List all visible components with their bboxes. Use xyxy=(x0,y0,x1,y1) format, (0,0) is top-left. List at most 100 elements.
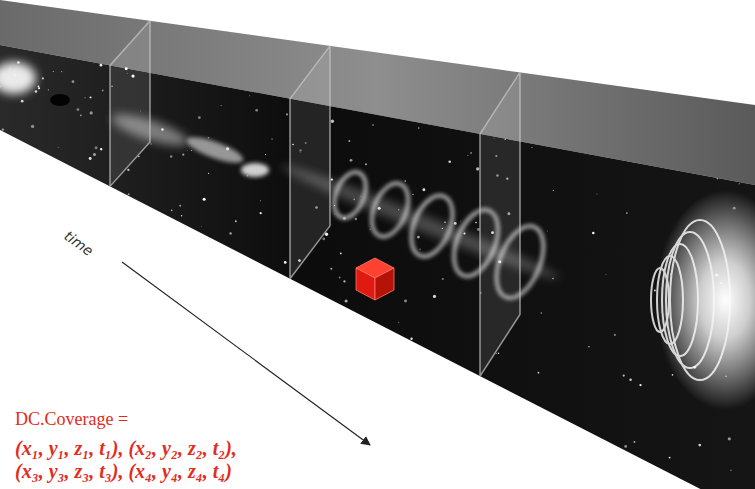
star xyxy=(249,95,251,97)
star xyxy=(448,160,451,163)
star xyxy=(340,253,342,255)
star xyxy=(203,198,206,201)
spiral-loop xyxy=(328,168,372,223)
star xyxy=(410,338,412,340)
star xyxy=(38,86,40,88)
star xyxy=(716,178,718,180)
star xyxy=(229,232,231,234)
star xyxy=(720,282,722,284)
coverage-coordinates: (x₁, y₁, z₁, t₁), (x₂, y₂, z₂, t₂), (x₃,… xyxy=(15,437,253,483)
star xyxy=(343,280,345,282)
star xyxy=(605,274,606,275)
time-slice xyxy=(480,72,520,376)
galaxy xyxy=(184,132,246,168)
star xyxy=(260,200,261,201)
star xyxy=(161,128,164,131)
star xyxy=(467,155,468,156)
star xyxy=(538,372,540,374)
star xyxy=(723,344,725,346)
star xyxy=(255,109,258,112)
star xyxy=(77,108,80,111)
time-arrow xyxy=(122,262,370,445)
star xyxy=(221,105,222,106)
star xyxy=(624,445,627,448)
star xyxy=(138,156,139,157)
star xyxy=(470,152,472,154)
star xyxy=(170,155,172,157)
star xyxy=(13,74,15,76)
star xyxy=(10,68,11,69)
star xyxy=(672,374,674,376)
cube-right xyxy=(375,268,394,300)
time-slice xyxy=(290,46,330,279)
star xyxy=(286,113,288,115)
star xyxy=(417,236,420,239)
star xyxy=(186,149,188,151)
star xyxy=(265,154,266,155)
star xyxy=(412,194,413,195)
star xyxy=(102,90,104,92)
star xyxy=(21,100,24,103)
star xyxy=(0,85,1,87)
star xyxy=(330,268,332,270)
dark-blob xyxy=(50,94,70,106)
star xyxy=(629,378,632,381)
coverage-heading: DC.Coverage = xyxy=(15,409,128,430)
star xyxy=(588,346,589,347)
star xyxy=(345,299,348,302)
star xyxy=(260,212,262,214)
star xyxy=(398,209,399,210)
spiral-loop xyxy=(403,190,460,263)
star xyxy=(48,89,49,90)
cosmic-imagery xyxy=(0,21,755,489)
star xyxy=(322,238,325,241)
star xyxy=(698,444,701,447)
star xyxy=(208,137,210,139)
star xyxy=(348,140,350,142)
star xyxy=(58,147,59,148)
star xyxy=(95,146,98,149)
star xyxy=(182,154,184,156)
star xyxy=(343,217,346,220)
star xyxy=(418,127,420,129)
star xyxy=(378,207,381,210)
star xyxy=(90,96,92,98)
star xyxy=(634,441,636,443)
time-slice xyxy=(110,21,150,187)
bright-spot xyxy=(0,62,36,94)
star xyxy=(693,366,696,369)
star xyxy=(670,274,671,275)
star xyxy=(53,71,54,72)
red-cube xyxy=(356,258,394,300)
star xyxy=(420,249,421,250)
star xyxy=(334,205,335,206)
star xyxy=(150,143,152,145)
star xyxy=(331,120,334,123)
star xyxy=(531,147,532,148)
star xyxy=(444,222,446,224)
star xyxy=(100,64,103,67)
star xyxy=(360,195,362,197)
star xyxy=(127,169,129,171)
star xyxy=(271,138,272,139)
star xyxy=(80,114,82,116)
star xyxy=(198,116,201,119)
star xyxy=(404,300,407,303)
star xyxy=(654,290,656,292)
star xyxy=(728,437,731,440)
star xyxy=(334,213,336,215)
star xyxy=(433,295,436,298)
star xyxy=(226,147,229,150)
star xyxy=(284,261,287,264)
star xyxy=(460,221,461,222)
star xyxy=(404,180,406,182)
star xyxy=(422,188,425,191)
star xyxy=(191,150,192,151)
star xyxy=(454,222,457,225)
star xyxy=(739,183,740,184)
cube-left xyxy=(356,268,375,300)
star xyxy=(675,344,676,345)
star xyxy=(35,90,38,93)
star xyxy=(372,124,374,126)
star xyxy=(2,128,4,130)
